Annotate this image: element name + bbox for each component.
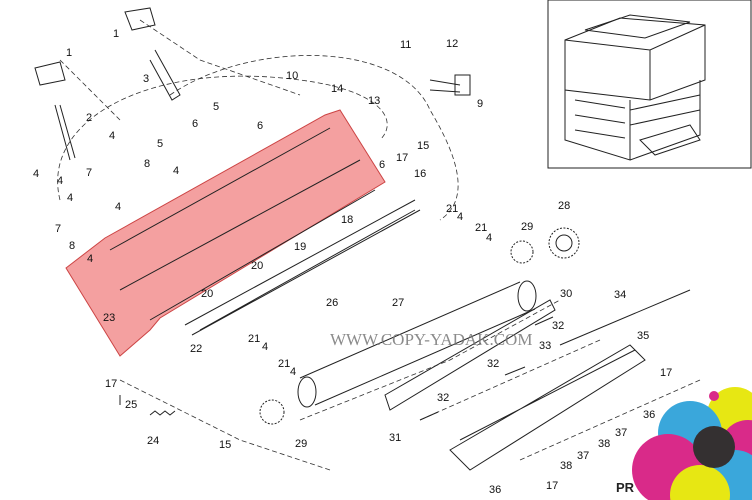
part-label-38: 38 bbox=[598, 438, 610, 450]
part-label-5: 5 bbox=[213, 101, 219, 113]
part-label-17: 17 bbox=[546, 480, 558, 492]
part-label-37: 37 bbox=[615, 427, 627, 439]
part-label-8: 8 bbox=[69, 240, 75, 252]
part-label-21: 21 bbox=[278, 358, 290, 370]
part-label-36: 36 bbox=[643, 409, 655, 421]
part-label-4: 4 bbox=[33, 168, 39, 180]
part-label-6: 6 bbox=[257, 120, 263, 132]
part-label-6: 6 bbox=[379, 159, 385, 171]
part-label-5: 5 bbox=[157, 138, 163, 150]
part-label-1: 1 bbox=[66, 47, 72, 59]
part-label-8: 8 bbox=[144, 158, 150, 170]
part-label-9: 9 bbox=[477, 98, 483, 110]
part-label-17: 17 bbox=[105, 378, 117, 390]
part-label-14: 14 bbox=[331, 83, 343, 95]
part-label-13: 13 bbox=[368, 95, 380, 107]
part-label-19: 19 bbox=[294, 241, 306, 253]
part-label-4: 4 bbox=[87, 253, 93, 265]
part-label-18: 18 bbox=[341, 214, 353, 226]
part-label-26: 26 bbox=[326, 297, 338, 309]
part-label-31: 31 bbox=[389, 432, 401, 444]
part-label-20: 20 bbox=[251, 260, 263, 272]
part-label-36: 36 bbox=[489, 484, 501, 496]
roller bbox=[297, 280, 537, 408]
part-number-labels: 1132456654847447484232020192622214214172… bbox=[33, 28, 672, 496]
part-label-12: 12 bbox=[446, 38, 458, 50]
part-label-4: 4 bbox=[67, 192, 73, 204]
part-label-4: 4 bbox=[57, 175, 63, 187]
gear-28 bbox=[548, 227, 580, 259]
part-label-30: 30 bbox=[560, 288, 572, 300]
corner-text: PR bbox=[616, 480, 635, 495]
part-label-29: 29 bbox=[521, 221, 533, 233]
part-label-22: 22 bbox=[190, 343, 202, 355]
part-label-23: 23 bbox=[103, 312, 115, 324]
part-label-11: 11 bbox=[400, 39, 411, 51]
part-label-38: 38 bbox=[560, 460, 572, 472]
part-label-2: 2 bbox=[86, 112, 92, 124]
part-label-28: 28 bbox=[558, 200, 570, 212]
part-label-37: 37 bbox=[577, 450, 589, 462]
part-label-24: 24 bbox=[147, 435, 159, 447]
part-label-4: 4 bbox=[115, 201, 121, 213]
part-label-21: 21 bbox=[248, 333, 260, 345]
cmyk-logo bbox=[632, 387, 752, 500]
watermark: WWW.COPY-YADAK.COM bbox=[330, 330, 532, 349]
part-label-20: 20 bbox=[201, 288, 213, 300]
part-label-29: 29 bbox=[295, 438, 307, 450]
part-label-17: 17 bbox=[396, 152, 408, 164]
part-label-34: 34 bbox=[614, 289, 626, 301]
part-label-7: 7 bbox=[86, 167, 92, 179]
part-label-17: 17 bbox=[660, 367, 672, 379]
part-label-16: 16 bbox=[414, 168, 426, 180]
part-label-4: 4 bbox=[290, 366, 296, 378]
part-label-32: 32 bbox=[552, 320, 564, 332]
part-label-21: 21 bbox=[446, 203, 458, 215]
part-label-1: 1 bbox=[113, 28, 119, 40]
part-label-4: 4 bbox=[486, 232, 492, 244]
part-label-33: 33 bbox=[539, 340, 551, 352]
part-label-15: 15 bbox=[219, 439, 231, 451]
part-label-35: 35 bbox=[637, 330, 649, 342]
part-label-32: 32 bbox=[487, 358, 499, 370]
part-label-4: 4 bbox=[457, 211, 463, 223]
part-label-25: 25 bbox=[125, 399, 137, 411]
part-label-27: 27 bbox=[392, 297, 404, 309]
part-label-10: 10 bbox=[286, 70, 298, 82]
printer-inset bbox=[547, 0, 752, 169]
part-label-4: 4 bbox=[109, 130, 115, 142]
part-label-3: 3 bbox=[143, 73, 149, 85]
part-label-4: 4 bbox=[262, 341, 268, 353]
part-label-15: 15 bbox=[417, 140, 429, 152]
part-label-21: 21 bbox=[475, 222, 487, 234]
part-label-32: 32 bbox=[437, 392, 449, 404]
part-label-7: 7 bbox=[55, 223, 61, 235]
part-label-6: 6 bbox=[192, 118, 198, 130]
part-label-4: 4 bbox=[173, 165, 179, 177]
